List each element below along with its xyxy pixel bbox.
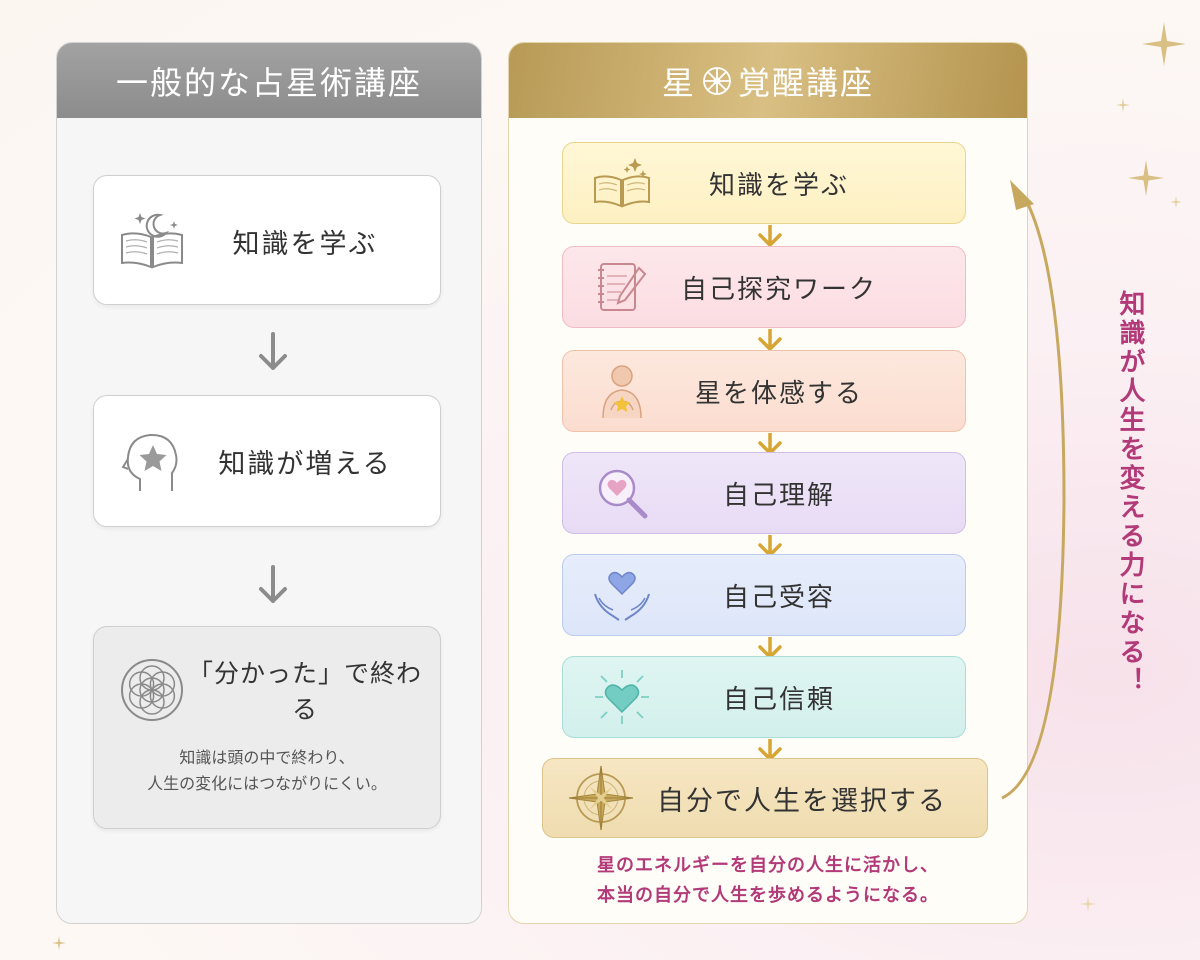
awakening-step-self-acceptance: 自己受容 [562, 554, 966, 636]
down-arrow-icon [758, 225, 782, 247]
title-part: 星 [661, 63, 696, 102]
star-awakening-course-title: 星 覚醒講座 [509, 43, 1027, 118]
sparkle-icon [1128, 160, 1164, 196]
standard-step-ends-with-understanding: 「分かった」で終わる 知識は頭の中で終わり、 人生の変化にはつながりにくい。 [93, 626, 441, 829]
sparkle-icon [1170, 196, 1182, 208]
standard-step-label: 知識が増える [218, 448, 392, 480]
flower-of-life-icon [121, 659, 183, 721]
note-line: 人生の変化にはつながりにくい。 [147, 774, 387, 793]
awakening-step-label: 自己信頼 [722, 684, 835, 715]
awakening-step-label: 自己探究ワーク [680, 274, 877, 305]
standard-step-knowledge-increases: 知識が増える [93, 395, 441, 527]
standard-step-learn-knowledge: 知識を学ぶ [93, 175, 441, 305]
outcome-line: 星のエネルギーを自分の人生に活かし、 [597, 855, 939, 876]
compass-star-icon [568, 765, 634, 831]
book-sparkle-icon [594, 158, 650, 208]
down-arrow-icon [259, 332, 287, 370]
awakening-step-label: 知識を学ぶ [708, 170, 849, 201]
star-emblem-icon [703, 66, 731, 95]
return-arrow [1001, 180, 1066, 800]
awakening-step-choose-own-life: 自分で人生を選択する [542, 758, 988, 838]
awakening-step-learn-knowledge: 知識を学ぶ [562, 142, 966, 224]
down-arrow-icon [259, 565, 287, 603]
title-part: 覚醒講座 [738, 63, 875, 102]
magnifier-heart-icon [598, 469, 648, 519]
person-star-icon [602, 365, 642, 419]
awakening-outcome-text: 星のエネルギーを自分の人生に活かし、 本当の自分で人生を歩めるようになる。 [508, 851, 1028, 911]
awakening-step-label: 星を体感する [694, 378, 863, 409]
outcome-line: 本当の自分で人生を歩めるようになる。 [597, 885, 939, 906]
standard-step-note: 知識は頭の中で終わり、 人生の変化にはつながりにくい。 [94, 745, 440, 797]
awakening-step-self-exploration-work: 自己探究ワーク [562, 246, 966, 328]
down-arrow-icon [758, 329, 782, 351]
sparkle-icon [1116, 98, 1130, 112]
head-star-icon [121, 433, 178, 491]
side-message: 知識が人生を変える力になる！ [1115, 290, 1145, 696]
awakening-step-self-understanding: 自己理解 [562, 452, 966, 534]
standard-course-title: 一般的な占星術講座 [57, 43, 481, 118]
awakening-step-label: 自己受容 [722, 582, 835, 613]
notebook-pen-icon [598, 263, 647, 311]
glowing-heart-icon [595, 670, 649, 724]
awakening-step-label: 自己理解 [722, 480, 835, 511]
book-moon-icon [121, 213, 183, 269]
awakening-step-feel-the-stars: 星を体感する [562, 350, 966, 432]
sparkle-icon [52, 936, 66, 950]
standard-step-label: 知識を学ぶ [232, 228, 378, 260]
sparkle-icon [1142, 22, 1186, 66]
awakening-step-label: 自分で人生を選択する [657, 785, 947, 817]
standard-step-label: 「分かった」で終わる [188, 659, 423, 724]
note-line: 知識は頭の中で終わり、 [179, 748, 355, 767]
hands-heart-icon [594, 571, 650, 621]
awakening-step-self-trust: 自己信頼 [562, 656, 966, 738]
sparkle-icon [1080, 896, 1096, 912]
